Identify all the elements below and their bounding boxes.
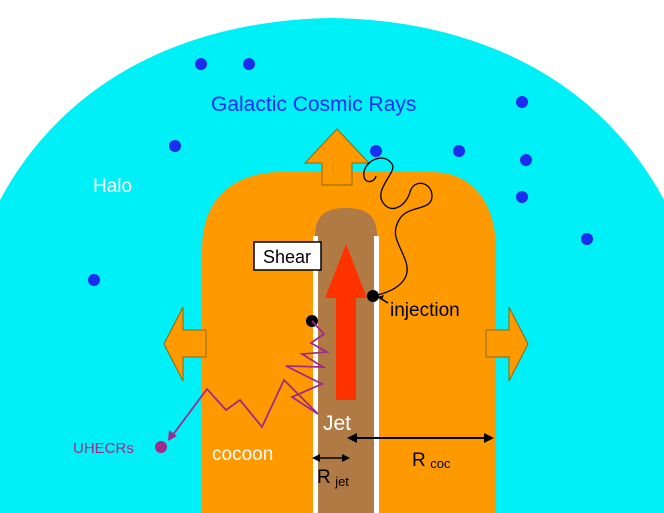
r-coc-main: R	[412, 450, 426, 471]
uhecrs-label: UHECRs	[73, 440, 134, 457]
gcr-particle	[516, 96, 528, 108]
gcr-particle	[520, 154, 532, 166]
expansion-arrow-right	[485, 306, 529, 382]
uhecr-arrowhead	[168, 430, 177, 441]
shear-label: Shear	[263, 247, 311, 267]
r-coc-dimension	[347, 433, 494, 443]
injection-label: injection	[390, 300, 460, 321]
uhecr-trajectory	[171, 320, 331, 437]
shear-label-box	[253, 241, 322, 271]
gcr-particle	[370, 145, 382, 157]
r-jet-sub: jet	[334, 474, 349, 489]
halo-label: Halo	[93, 176, 132, 197]
gcr-particle	[243, 58, 255, 70]
jet-arrow	[325, 244, 367, 400]
gcr-label: Galactic Cosmic Rays	[211, 93, 416, 116]
r-coc-arrowhead-left	[347, 433, 357, 443]
expansion-arrow-up	[303, 128, 371, 186]
gcr-particle	[195, 58, 207, 70]
gcr-particle	[581, 233, 593, 245]
gcr-particle	[88, 274, 100, 286]
r-jet-label: R jet	[317, 467, 349, 489]
r-jet-arrowhead-right	[342, 454, 350, 462]
r-jet-dimension	[312, 454, 350, 462]
injection-trajectory	[363, 157, 433, 297]
gcr-particle	[453, 145, 465, 157]
expansion-arrow-left	[163, 306, 207, 382]
gcr-particles	[88, 58, 593, 286]
r-coc-label: R coc	[412, 450, 451, 471]
jet-label: Jet	[323, 412, 351, 435]
r-coc-sub: coc	[430, 456, 451, 471]
injection-pointer-head	[378, 295, 384, 300]
gcr-particle	[169, 140, 181, 152]
cocoon-label: cocoon	[212, 444, 273, 465]
shear-boundary-right	[374, 236, 379, 513]
uhecr-dot	[155, 441, 167, 453]
r-coc-arrowhead-right	[484, 433, 494, 443]
injection-point	[367, 290, 379, 302]
r-jet-arrowhead-left	[312, 454, 320, 462]
gcr-particle	[516, 191, 528, 203]
r-jet-main: R	[317, 467, 331, 488]
shear-boundary-left	[313, 236, 318, 513]
